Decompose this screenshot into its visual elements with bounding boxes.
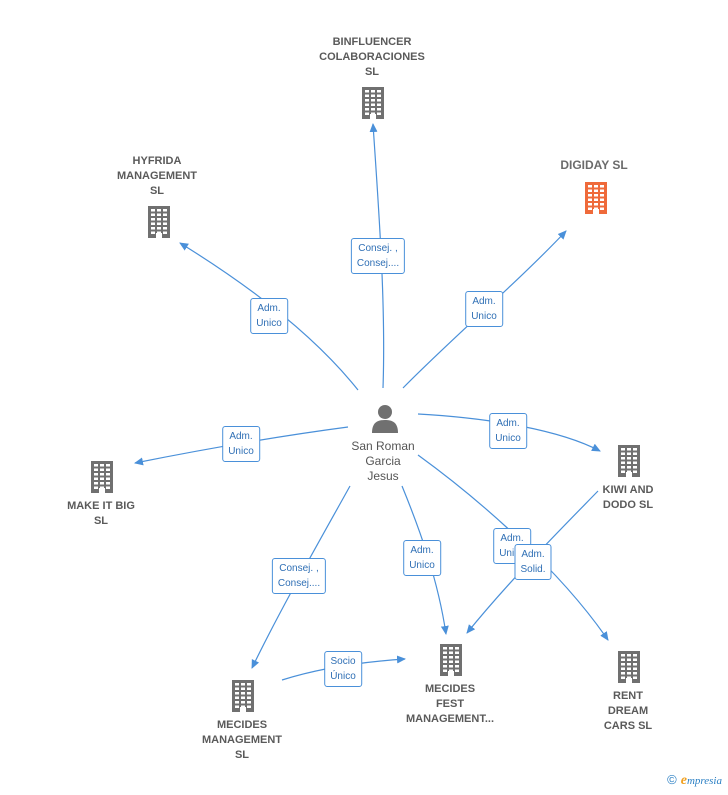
person-icon[interactable] — [370, 403, 400, 433]
building-icon[interactable] — [87, 459, 117, 493]
company-label-rent-dream-cars[interactable]: RENT DREAM CARS SL — [603, 690, 653, 732]
edge-label-mecides-fest[interactable]: Adm. Unico — [403, 540, 441, 576]
building-icon[interactable] — [228, 678, 258, 712]
company-label-make-it-big[interactable]: MAKE IT BIG SL — [67, 500, 135, 527]
building-icon[interactable] — [614, 443, 644, 477]
company-label-kiwi-and-dodo[interactable]: KIWI AND DODO SL — [602, 484, 654, 511]
edge-label-make-it-big[interactable]: Adm. Unico — [222, 426, 260, 462]
copyright-icon: © — [667, 772, 677, 787]
edge-label-binfluencer[interactable]: Consej. , Consej.... — [350, 238, 406, 274]
company-label-hyfrida[interactable]: HYFRIDA MANAGEMENT SL — [116, 155, 198, 197]
edge-label-hyfrida[interactable]: Adm. Unico — [250, 298, 288, 334]
company-label-digiday[interactable]: DIGIDAY SL — [560, 158, 628, 172]
empresia-watermark[interactable]: ©empresia — [667, 772, 722, 788]
building-icon[interactable] — [358, 85, 388, 119]
edge-label-mecides-management[interactable]: Consej. , Consej.... — [271, 558, 327, 594]
edge-label-digiday[interactable]: Adm. Unico — [465, 291, 503, 327]
building-icon[interactable] — [581, 180, 611, 214]
edge-label-socio-unico[interactable]: Socio Único — [324, 651, 362, 687]
building-icon[interactable] — [144, 204, 174, 238]
company-label-mecides-management[interactable]: MECIDES MANAGEMENT SL — [201, 719, 283, 761]
company-label-binfluencer[interactable]: BINFLUENCER COLABORACIONES SL — [319, 36, 425, 78]
building-icon[interactable] — [436, 642, 466, 676]
company-label-mecides-fest[interactable]: MECIDES FEST MANAGEMENT... — [406, 683, 494, 725]
person-name[interactable]: San Roman Garcia Jesus — [351, 439, 415, 483]
edge-label-kiwi[interactable]: Adm. Unico — [489, 413, 527, 449]
building-icon[interactable] — [614, 649, 644, 683]
edge-label-kiwi-solid[interactable]: Adm. Solid. — [514, 544, 552, 580]
